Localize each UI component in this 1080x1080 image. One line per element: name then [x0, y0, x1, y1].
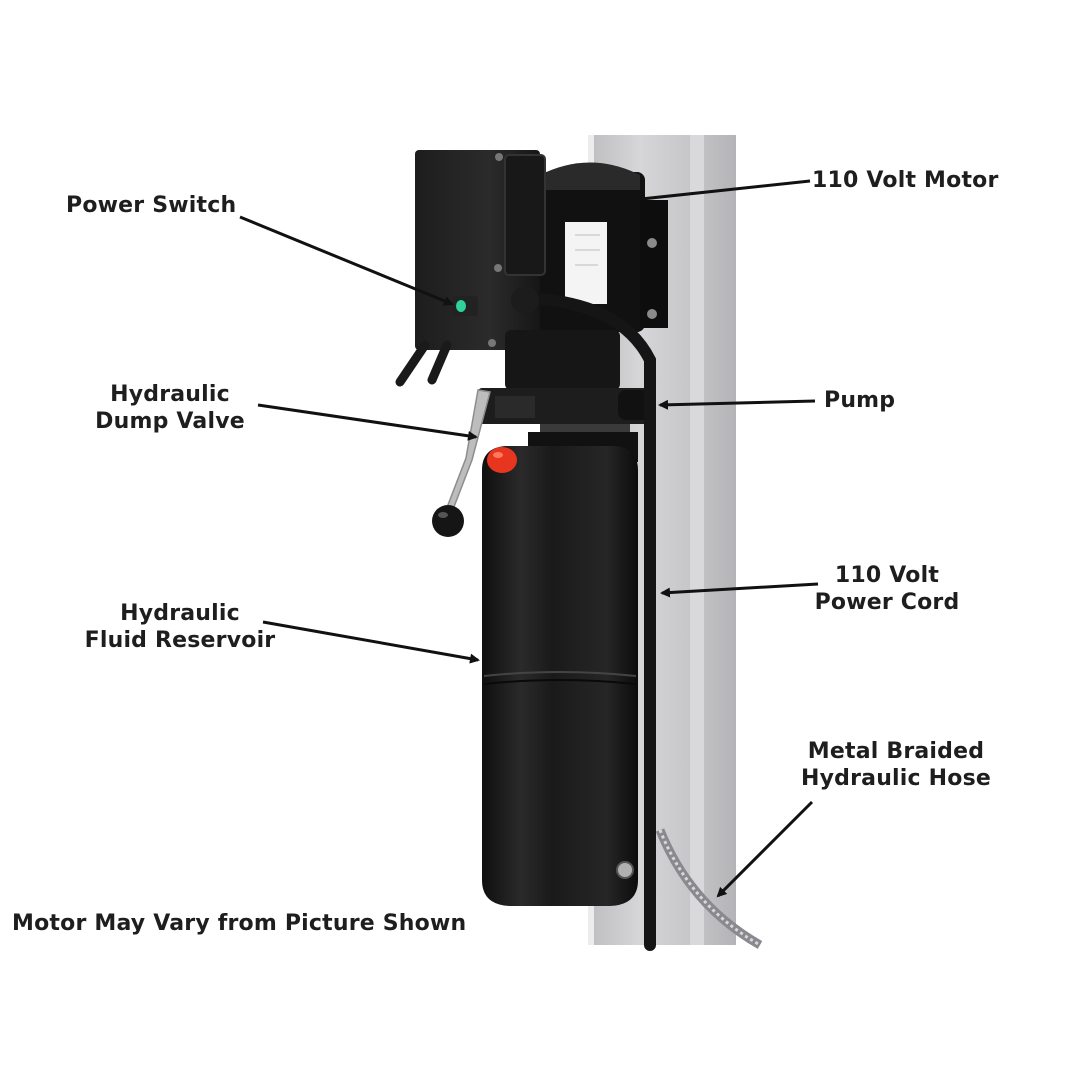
fill-cap-icon	[487, 447, 517, 473]
arrow-reservoir	[262, 620, 480, 664]
label-power-switch: Power Switch	[66, 193, 237, 218]
arrow-hose	[716, 800, 814, 898]
power-cord	[511, 286, 656, 951]
footnote-disclaimer: Motor May Vary from Picture Shown	[12, 911, 467, 936]
pump-block	[478, 330, 656, 462]
power-indicator-light	[456, 300, 466, 312]
dump-valve-lever	[432, 389, 491, 537]
label-hydraulic-dump-valve: Hydraulic Dump Valve	[95, 382, 245, 434]
arrow-power-switch	[239, 215, 454, 306]
arrow-power-cord	[660, 582, 819, 598]
arrow-motor	[630, 179, 811, 205]
braided-hydraulic-hose	[655, 828, 763, 949]
callout-arrows	[239, 179, 819, 898]
motor-body	[535, 162, 668, 332]
label-hydraulic-fluid-reservoir: Hydraulic Fluid Reservoir	[84, 601, 276, 653]
label-110-volt-motor: 110 Volt Motor	[812, 168, 999, 193]
arrow-dump-valve	[257, 403, 478, 441]
arrow-pump	[658, 399, 816, 410]
label-metal-braided-hydraulic-hose: Metal Braided Hydraulic Hose	[801, 739, 991, 791]
label-110-volt-power-cord: 110 Volt Power Cord	[814, 563, 960, 615]
reservoir-tank	[482, 446, 638, 906]
label-pump: Pump	[824, 388, 896, 413]
